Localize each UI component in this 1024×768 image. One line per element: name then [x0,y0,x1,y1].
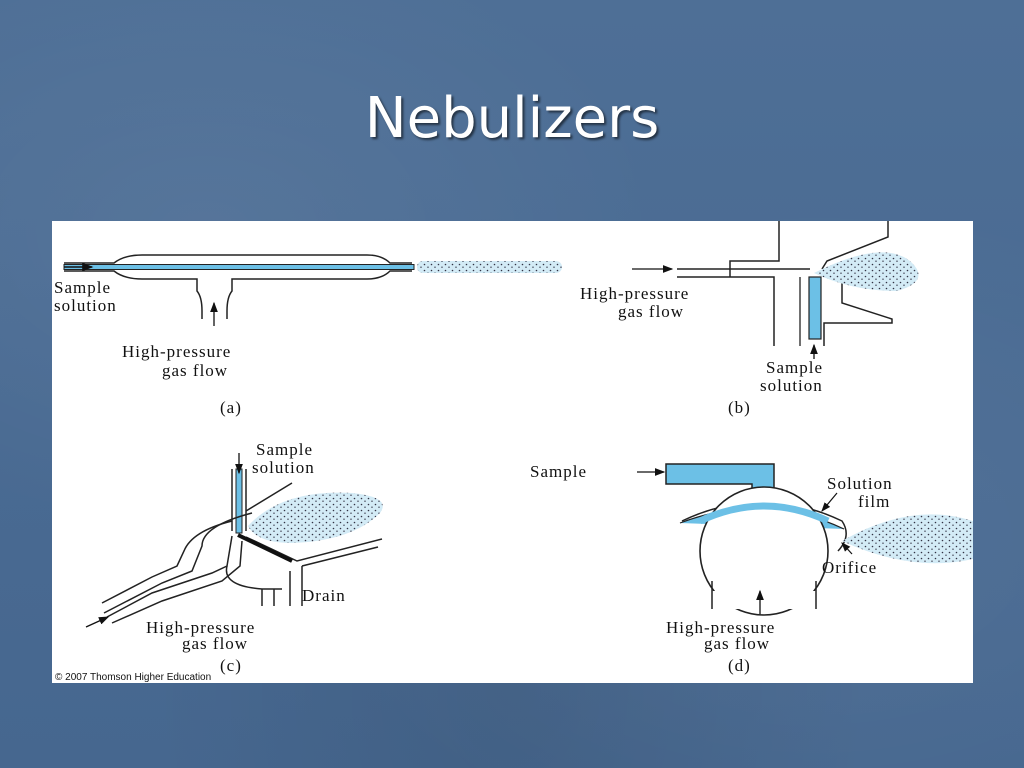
a-gas-label-2: gas flow [162,361,228,380]
c-drain-label: Drain [302,586,346,605]
diagram-a: Sample solution High-pressure gas flow (… [54,254,562,417]
d-sample-label: Sample [530,462,587,481]
b-sample-label-1: Sample [766,358,823,377]
nebulizer-figure: Sample solution High-pressure gas flow (… [52,221,973,683]
c-caption: (c) [220,656,242,675]
c-sample-label-2: solution [252,458,315,477]
d-caption: (d) [728,656,751,675]
b-gas-label-2: gas flow [618,302,684,321]
diagram-d: Sample Solution film Orifice High-pressu… [530,462,973,675]
d-orifice-label: Orifice [822,558,877,577]
diagram-c: Sample solution Drain High-pressure gas … [85,440,383,675]
a-sample-label-2: solution [54,296,117,315]
d-film-label-2: film [858,492,890,511]
b-sample-label-2: solution [760,376,823,395]
d-gas-label-2: gas flow [704,634,770,653]
c-gas-label-2: gas flow [182,634,248,653]
c-sample-label-1: Sample [256,440,313,459]
d-gas-label-1: High-pressure [666,618,775,637]
a-sample-label-1: Sample [54,278,111,297]
copyright-notice: © 2007 Thomson Higher Education [55,672,211,683]
c-gas-label-1: High-pressure [146,618,255,637]
a-caption: (a) [220,398,242,417]
b-caption: (b) [728,398,751,417]
slide-title: Nebulizers [364,86,660,151]
diagram-b: High-pressure gas flow Sample solution (… [580,221,919,417]
b-gas-label-1: High-pressure [580,284,689,303]
nebulizer-diagrams: Sample solution High-pressure gas flow (… [54,221,973,683]
a-gas-label-1: High-pressure [122,342,231,361]
d-film-label-1: Solution [827,474,893,493]
